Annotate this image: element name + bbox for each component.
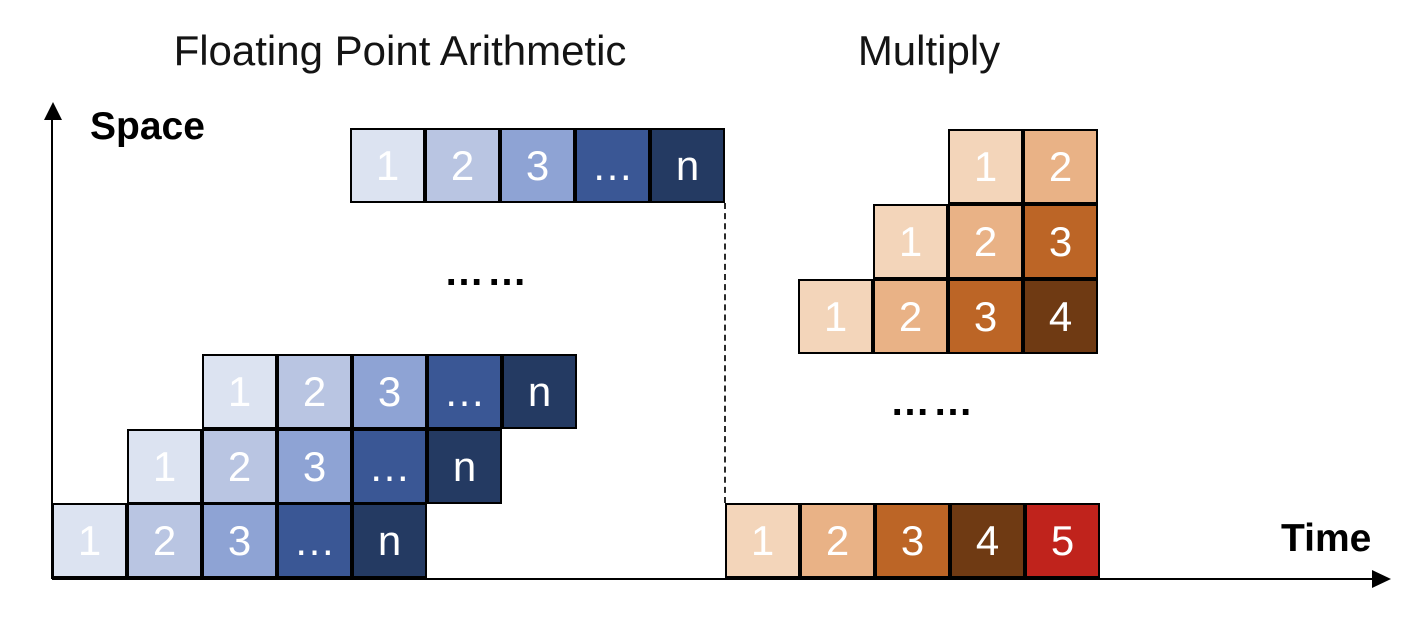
multiply-cell: 1 — [725, 503, 800, 578]
space-axis-arrowhead-icon — [44, 102, 62, 120]
fpa-cell: 1 — [350, 128, 425, 203]
fpa-cell: 3 — [202, 503, 277, 578]
dashed-connector-line — [724, 203, 726, 503]
fpa-cell: … — [575, 128, 650, 203]
fpa-cell: … — [352, 429, 427, 504]
space-axis-line — [51, 112, 53, 579]
multiply-cell: 2 — [800, 503, 875, 578]
fpa-cell: 3 — [277, 429, 352, 504]
multiply-cell: 2 — [948, 204, 1023, 279]
multiply-cell: 1 — [948, 129, 1023, 204]
fpa-cell: 2 — [127, 503, 202, 578]
time-axis-label: Time — [1281, 517, 1372, 560]
fpa-cell: 2 — [277, 354, 352, 429]
fpa-cell: … — [277, 503, 352, 578]
multiply-cell: 3 — [875, 503, 950, 578]
multiply-cell: 3 — [1023, 204, 1098, 279]
fpa-cell: 1 — [127, 429, 202, 504]
fpa-cell: 2 — [202, 429, 277, 504]
multiply-cell: 4 — [1023, 279, 1098, 354]
multiply-cell: 2 — [1023, 129, 1098, 204]
multiply-title: Multiply — [857, 27, 1001, 74]
multiply-cell: 5 — [1025, 503, 1100, 578]
fpa-cell: n — [650, 128, 725, 203]
fpa-cell: 3 — [352, 354, 427, 429]
multiply-cell: 3 — [948, 279, 1023, 354]
time-axis-line — [52, 578, 1378, 580]
multiply-ellipsis: …… — [890, 380, 976, 424]
fpa-cell: n — [502, 354, 577, 429]
multiply-cell: 1 — [873, 204, 948, 279]
multiply-cell: 1 — [798, 279, 873, 354]
time-axis-arrowhead-icon — [1372, 570, 1391, 588]
fpa-cell: n — [352, 503, 427, 578]
fpa-cell: 1 — [202, 354, 277, 429]
fpa-cell: 1 — [52, 503, 127, 578]
space-axis-label: Space — [90, 105, 205, 148]
fpa-ellipsis: …… — [444, 250, 530, 294]
fpa-cell: … — [427, 354, 502, 429]
fpa-title: Floating Point Arithmetic — [173, 27, 627, 74]
multiply-cell: 4 — [950, 503, 1025, 578]
fpa-cell: 3 — [500, 128, 575, 203]
multiply-cell: 2 — [873, 279, 948, 354]
fpa-cell: 2 — [425, 128, 500, 203]
fpa-cell: n — [427, 429, 502, 504]
